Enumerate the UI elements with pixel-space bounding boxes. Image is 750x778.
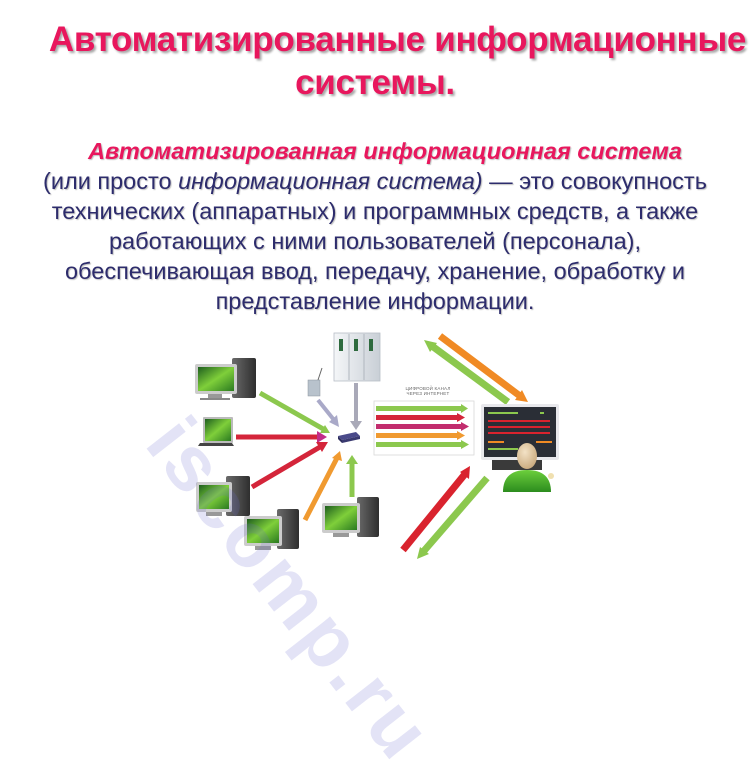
arrow-ws2-to-hub	[250, 442, 328, 490]
slide-title: Автоматизированные информационные систем…	[0, 18, 750, 104]
definition-line-1: (или просто информационная система) — эт…	[0, 166, 750, 196]
definition-text: Автоматизированная информационная систем…	[0, 136, 750, 316]
channel-arrow-red	[376, 413, 465, 422]
digital-channel-label: ЦИФРОВОЙ КАНАЛ ЧЕРЕЗ ИНТЕРНЕТ	[378, 386, 478, 396]
arrow-server-to-hub	[350, 383, 362, 430]
operator-console-icon	[481, 404, 559, 492]
arrow-router-to-hub	[316, 398, 339, 427]
channel-label-line-1: ЦИФРОВОЙ КАНАЛ	[405, 386, 451, 391]
title-line-1: Автоматизированные информационные	[48, 20, 747, 59]
server-rack-icon	[333, 332, 381, 382]
definition-line-5: представление информации.	[215, 288, 535, 314]
line1-post: — это совокупность	[482, 168, 707, 194]
workstation-4-icon	[322, 497, 379, 537]
wireless-router-icon	[307, 367, 323, 397]
arrow-diagonal-green-top	[424, 340, 511, 405]
arrow-laptop-to-hub	[236, 431, 327, 443]
line1-italic: информационная система)	[178, 168, 483, 194]
network-switch-icon	[338, 432, 360, 443]
workstation-3-icon	[244, 509, 299, 550]
arrow-diagonal-green-bottom	[417, 475, 490, 559]
channel-arrow-orange	[376, 431, 465, 440]
line1-pre: (или просто	[43, 168, 179, 194]
definition-line-4: обеспечивающая ввод, передачу, хранение,…	[64, 258, 686, 284]
definition-term: Автоматизированная информационная систем…	[88, 138, 682, 164]
workstation-1-icon	[195, 358, 256, 400]
title-line-2: системы.	[295, 63, 455, 102]
arrow-diagonal-red-bottom	[400, 466, 470, 553]
channel-arrow-green-2	[376, 440, 469, 449]
channel-label-line-2: ЧЕРЕЗ ИНТЕРНЕТ	[406, 391, 450, 396]
workstation-2-icon	[196, 476, 250, 516]
definition-line-3: работающих с ними пользователей (персона…	[108, 228, 642, 254]
arrow-diagonal-orange-top	[437, 333, 528, 402]
channel-arrow-magenta	[376, 422, 469, 431]
laptop-icon	[198, 417, 234, 446]
channel-arrow-green-1	[376, 404, 468, 413]
arrow-ws3-to-hub	[302, 451, 342, 522]
digital-channel-box	[373, 400, 475, 456]
definition-line-2: технических (аппаратных) и программных с…	[51, 198, 699, 224]
arrow-ws4-to-hub	[346, 455, 358, 497]
arrow-ws1-to-hub	[258, 390, 330, 433]
network-diagram	[195, 332, 559, 559]
